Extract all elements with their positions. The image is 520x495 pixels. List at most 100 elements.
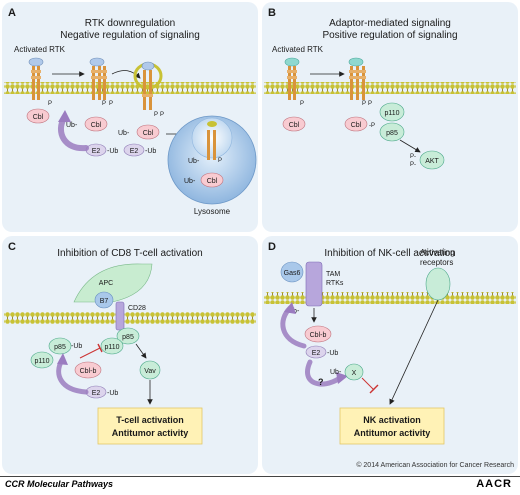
ub-c-2: -Ub bbox=[107, 390, 118, 397]
phospho-a2a: P bbox=[102, 101, 106, 107]
ub-transfer-arrow-d-2 bbox=[305, 359, 343, 387]
rtk-receptor-b1 bbox=[284, 57, 300, 100]
activating-label-1: Activating bbox=[420, 248, 455, 257]
outcome-box-c bbox=[97, 407, 203, 445]
ub-c-1: -Ub bbox=[71, 343, 82, 350]
phospho-b1: P bbox=[300, 101, 304, 107]
vav-node bbox=[139, 360, 161, 380]
cbl-label-a1: Cbl bbox=[33, 114, 44, 121]
cbl-label-b1: Cbl bbox=[289, 122, 300, 129]
inhibition-line-d bbox=[361, 377, 375, 391]
rtk-receptor-internalizing bbox=[133, 61, 163, 110]
question-mark: ? bbox=[318, 377, 324, 387]
outcome-d-line-1: NK activation bbox=[363, 415, 421, 425]
rtk-receptor-2 bbox=[89, 57, 107, 100]
outcome-c-line-1: T-cell activation bbox=[116, 415, 184, 425]
p110-node-c-free bbox=[30, 351, 54, 369]
ub-a5: Ub- bbox=[188, 158, 200, 165]
phospho-a2b: P bbox=[109, 101, 113, 107]
akt-node bbox=[419, 150, 445, 170]
x-node bbox=[344, 363, 364, 381]
e2-label-a1: E2 bbox=[92, 148, 101, 155]
aacr-logo: AACR bbox=[476, 478, 512, 490]
panel-b-title-1: Adaptor-mediated signaling bbox=[329, 18, 451, 29]
e2-node-a2 bbox=[123, 143, 145, 157]
activating-label-2: receptors bbox=[420, 258, 453, 267]
endosome bbox=[191, 117, 233, 159]
ub-transfer-arrowhead-a bbox=[58, 110, 71, 122]
tam-label-2: RTKs bbox=[326, 280, 344, 287]
lysosome-label: Lysosome bbox=[194, 207, 231, 216]
rtk-receptor-b2 bbox=[348, 57, 366, 100]
p85-node-c-bound bbox=[116, 327, 140, 345]
cbl-label-b2: Cbl bbox=[351, 122, 362, 129]
gas6-label: Gas6 bbox=[284, 270, 301, 277]
p110-node-b bbox=[379, 102, 405, 122]
rtk-receptor-1 bbox=[28, 57, 44, 100]
inhibition-line-c bbox=[79, 347, 101, 359]
phospho-akt-1: P- bbox=[410, 154, 416, 160]
e2-label-d: E2 bbox=[312, 350, 321, 357]
p85-label-c-bound: p85 bbox=[122, 334, 134, 341]
cbl-node-a4 bbox=[200, 172, 224, 188]
gas6-node bbox=[280, 261, 304, 283]
phospho-akt-2: P- bbox=[410, 162, 416, 168]
apc-cell bbox=[73, 263, 153, 303]
ub-e2-a1: -Ub bbox=[107, 148, 118, 155]
arrow-a-2 bbox=[111, 70, 141, 79]
ub-a3: Ub- bbox=[118, 130, 130, 137]
ub-transfer-arrowhead-d-2 bbox=[336, 372, 348, 384]
ub-transfer-arrowhead-d-1 bbox=[284, 302, 296, 314]
cbl-node-b1 bbox=[282, 116, 306, 132]
ub-e2-a2: -Ub bbox=[145, 148, 156, 155]
panel-a-title-1: RTK downregulation bbox=[85, 18, 175, 29]
e2-label-a2: E2 bbox=[130, 148, 139, 155]
p85-label-b: p85 bbox=[386, 130, 398, 137]
panel-d-title: Inhibition of NK-cell activation bbox=[324, 248, 455, 259]
phospho-b2b: P bbox=[368, 101, 372, 107]
inhibition-bar-d bbox=[369, 384, 379, 394]
vav-label: Vav bbox=[144, 368, 156, 375]
ub-d-2: -Ub bbox=[327, 350, 338, 357]
ub-d-3: Ub- bbox=[330, 369, 342, 376]
tam-rtk-receptor bbox=[305, 261, 323, 307]
arrow-d-2 bbox=[389, 299, 439, 405]
cbl-node-a3 bbox=[136, 124, 160, 140]
panel-b-title-2: Positive regulation of signaling bbox=[322, 30, 457, 41]
journal-name: CCR Molecular Pathways bbox=[5, 479, 114, 489]
b7-node bbox=[94, 291, 114, 309]
outcome-box-d bbox=[339, 407, 445, 445]
b7-label: B7 bbox=[100, 298, 109, 305]
phospho-a4: P bbox=[218, 158, 222, 164]
cbl-label-a2: Cbl bbox=[91, 122, 102, 129]
x-label: X bbox=[352, 370, 357, 377]
cblb-node-d bbox=[304, 325, 332, 343]
phospho-a3a: P bbox=[154, 112, 158, 118]
ub-a2: Ub- bbox=[66, 122, 78, 129]
panel-a-title-2: Negative regulation of signaling bbox=[60, 30, 200, 41]
cbl-node-b2 bbox=[344, 116, 368, 132]
cblb-node-c bbox=[74, 361, 102, 379]
outcome-d-line-2: Antitumor activity bbox=[354, 428, 431, 438]
ub-transfer-arrowhead-c bbox=[57, 353, 68, 365]
panel-d-membrane bbox=[264, 292, 516, 304]
ub-a4: Ub- bbox=[184, 178, 196, 185]
copyright: © 2014 American Association for Cancer R… bbox=[356, 462, 514, 469]
p85-label-c-free: p85 bbox=[54, 344, 66, 351]
activating-receptor bbox=[425, 267, 451, 301]
panel-c-letter: C bbox=[8, 241, 16, 253]
p85-node-c-free bbox=[48, 337, 72, 355]
p110-label-c-bound: p110 bbox=[104, 344, 119, 351]
cbl-label-a3: Cbl bbox=[143, 130, 154, 137]
panel-c-title: Inhibition of CD8 T-cell activation bbox=[57, 248, 202, 259]
inhibition-bar-c bbox=[97, 343, 103, 353]
outcome-c-line-2: Antitumor activity bbox=[112, 428, 189, 438]
p110-label-c-free: p110 bbox=[34, 358, 49, 365]
tam-label-1: TAM bbox=[326, 271, 340, 278]
rtk-in-lysosome-chain-1 bbox=[207, 130, 210, 160]
ligand-in-endosome bbox=[207, 121, 217, 127]
cblb-label-d: Cbl-b bbox=[310, 332, 327, 339]
panel-c-membrane bbox=[4, 312, 256, 324]
phospho-b3: -P bbox=[369, 123, 375, 129]
